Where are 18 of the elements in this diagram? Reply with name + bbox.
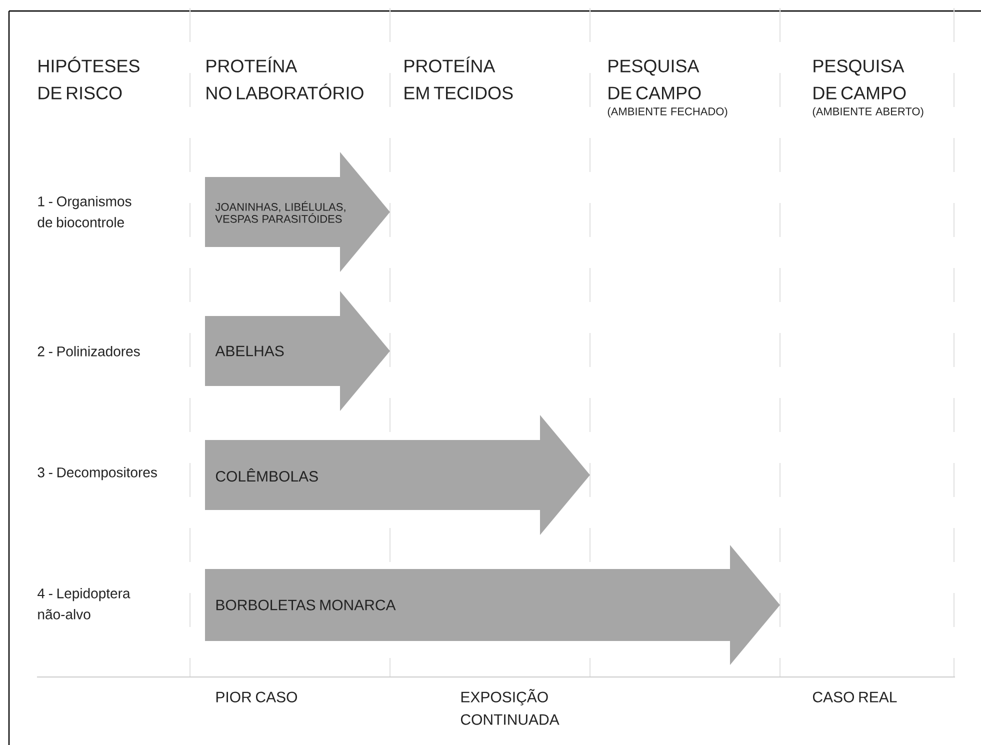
scale-label: PIOR CASO [216, 692, 297, 702]
row-label: 4 - Lepidoptera não-alvo [38, 588, 130, 620]
scale-label: EXPOSIÇÃO CONTINUADA [460, 689, 560, 725]
column-subheader: (AMBIENTE ABERTO) [812, 107, 924, 118]
pointed-bar: COLÊMBOLAS [205, 415, 590, 535]
column-header: PROTEÍNA EM TECIDOS [404, 56, 513, 100]
row-label: 1 - Organismos de biocontrole [38, 196, 132, 228]
pointed-bar: BORBOLETAS MONARCA [205, 545, 780, 665]
row-label: 2 - Polinizadores [38, 346, 140, 356]
column-header: PESQUISA DE CAMPO [814, 60, 906, 100]
column-header: PROTEÍNA NO LABORATÓRIO [206, 56, 364, 100]
pointed-bar: ABELHAS [205, 291, 390, 411]
column-header: HIPÓTESES DE RISCO [38, 56, 140, 100]
row-label: 3 - Decompositores [38, 467, 157, 480]
column-header: PESQUISA DE CAMPO [608, 60, 701, 100]
pointed-bar: JOANINHAS, LIBÉLULAS, VESPAS PARASITÓIDES [205, 152, 390, 272]
scale-label: CASO REAL [812, 692, 897, 702]
column-subheader: (AMBIENTE FECHADO) [608, 107, 728, 118]
